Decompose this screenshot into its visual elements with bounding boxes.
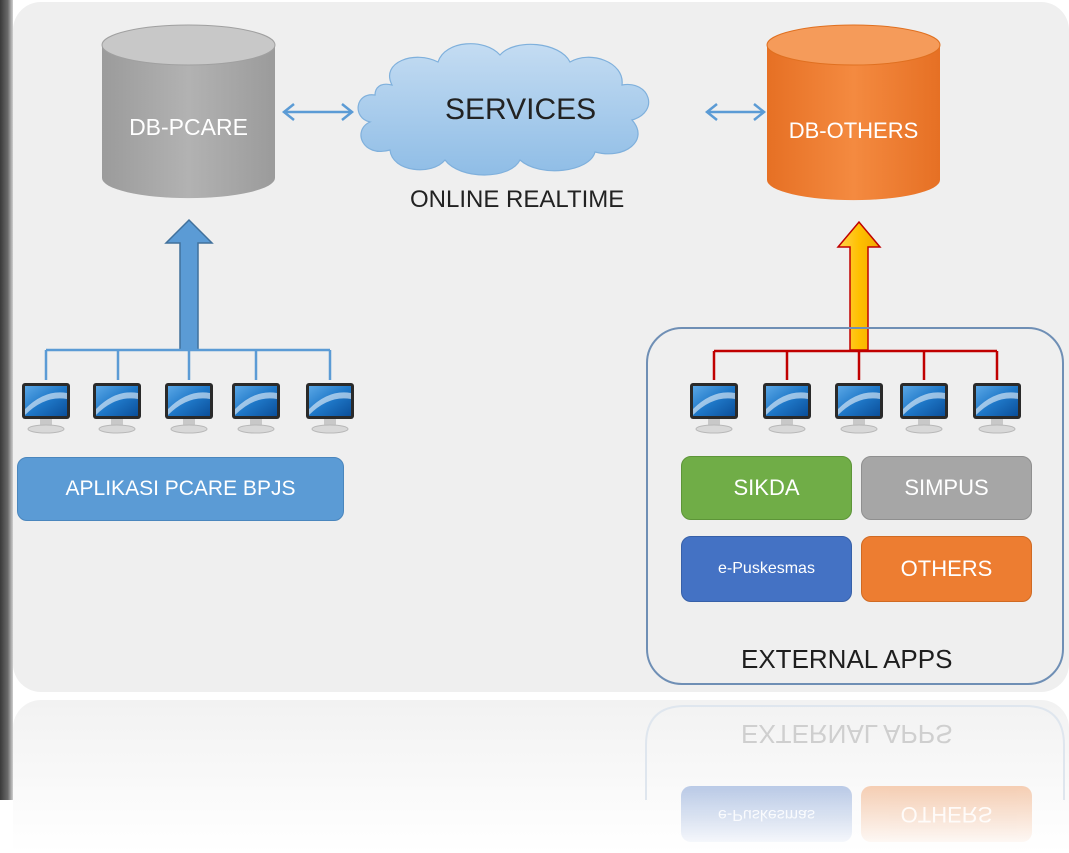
e-puskesmas-reflection: e-Puskesmas [681, 786, 852, 842]
computer-monitor-icon [833, 381, 885, 435]
services-cloud [357, 43, 650, 176]
services-label: SERVICES [445, 93, 597, 126]
services-caption: ONLINE REALTIME [410, 186, 625, 213]
computer-monitor-icon [230, 381, 282, 435]
external-apps-title-reflection: EXTERNAL APPS [741, 719, 953, 749]
window-left-edge [0, 0, 13, 800]
db-pcare-label: DB-PCARE [129, 114, 248, 140]
app-box-e-puskesmas: e-Puskesmas [681, 536, 852, 602]
panel-reflection [13, 700, 1069, 853]
aplikasi-pcare-box: APLIKASI PCARE BPJS [17, 457, 344, 521]
arrow-up-icon [836, 220, 882, 351]
computer-monitor-icon [304, 381, 356, 435]
computer-monitor-icon [163, 381, 215, 435]
external-panel-reflection [645, 705, 1065, 800]
db-others-cylinder [766, 24, 941, 201]
others-reflection: OTHERS [861, 786, 1032, 842]
app-box-sikda: SIKDA [681, 456, 852, 520]
app-box-simpus: SIMPUS [861, 456, 1032, 520]
app-box-others: OTHERS [861, 536, 1032, 602]
computer-monitor-icon [91, 381, 143, 435]
computer-monitor-icon [971, 381, 1023, 435]
pcare-network-bus [44, 348, 332, 380]
arrow-up-icon [164, 218, 214, 351]
computer-monitor-icon [898, 381, 950, 435]
computer-monitor-icon [688, 381, 740, 435]
computer-monitor-icon [761, 381, 813, 435]
external-network-bus [712, 349, 999, 380]
db-pcare-cylinder [101, 24, 276, 199]
double-arrow-icon [281, 103, 355, 121]
double-arrow-icon [704, 103, 767, 121]
db-others-label: DB-OTHERS [788, 118, 919, 143]
external-apps-panel [646, 327, 1064, 685]
external-apps-title: EXTERNAL APPS [741, 644, 953, 674]
computer-monitor-icon [20, 381, 72, 435]
